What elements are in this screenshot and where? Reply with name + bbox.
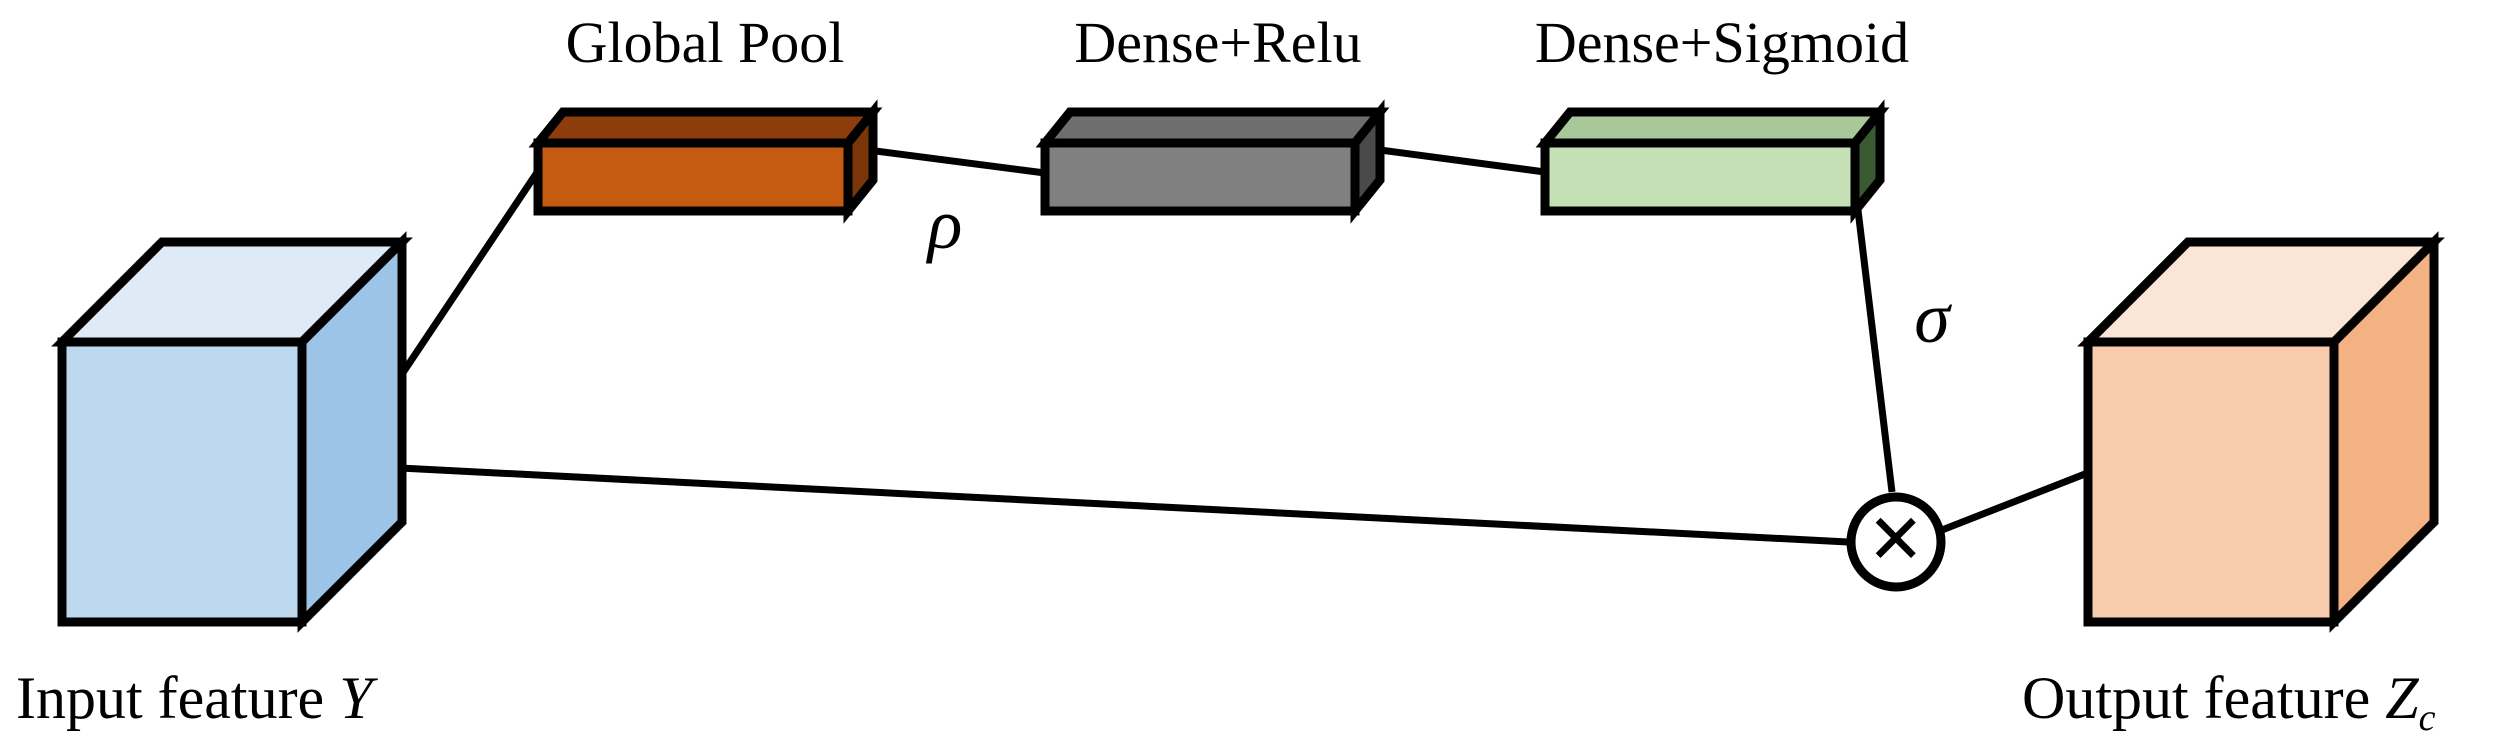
dense-relu-top-face [1035, 107, 1390, 148]
connections [395, 146, 2092, 546]
edge-dense-relu-to-dense-sigmoid [1379, 146, 1546, 176]
input-feature-cube [51, 231, 413, 633]
dense-sigmoid-front-face [1540, 138, 1860, 216]
edge-input-to-multiply [399, 464, 1849, 546]
input-feature-label: Input feature Y [16, 665, 378, 731]
global-pool-front-face [533, 138, 853, 216]
edge-input-to-global-pool [395, 166, 543, 382]
input-cube-front-face [57, 337, 307, 627]
rho-symbol: ρ [926, 184, 963, 264]
dense-sigmoid-block [1535, 99, 1890, 224]
output-cube-front-face [2083, 337, 2339, 627]
multiply-node: × [1846, 484, 1946, 592]
edge-global-pool-to-dense-relu [867, 146, 1046, 177]
output-feature-cube [2077, 231, 2445, 633]
global-pool-block [528, 99, 883, 224]
dense-sigmoid-top-face [1535, 107, 1890, 148]
dense-relu-label: Dense+Relu [1074, 10, 1361, 75]
sigma-symbol: σ [1914, 278, 1952, 358]
edge-multiply-to-output [1940, 468, 2092, 534]
edge-dense-sigmoid-to-multiply [1854, 209, 1896, 493]
output-feature-label-text: Output feature [2022, 665, 2385, 731]
dense-relu-front-face [1040, 138, 1360, 216]
input-feature-variable: Y [339, 665, 378, 731]
global-pool-label: Global Pool [566, 10, 845, 75]
multiply-circle [1846, 492, 1946, 592]
output-feature-variable: Z [2385, 665, 2419, 731]
global-pool-top-face [528, 107, 883, 148]
dense-sigmoid-label: Dense+Sigmoid [1535, 10, 1909, 75]
output-feature-subscript: c [2419, 697, 2436, 739]
multiply-icon: × [1869, 484, 1924, 591]
output-feature-label: Output feature Zc [2022, 665, 2436, 739]
dense-relu-block [1035, 99, 1390, 224]
input-feature-label-text: Input feature [16, 665, 339, 731]
